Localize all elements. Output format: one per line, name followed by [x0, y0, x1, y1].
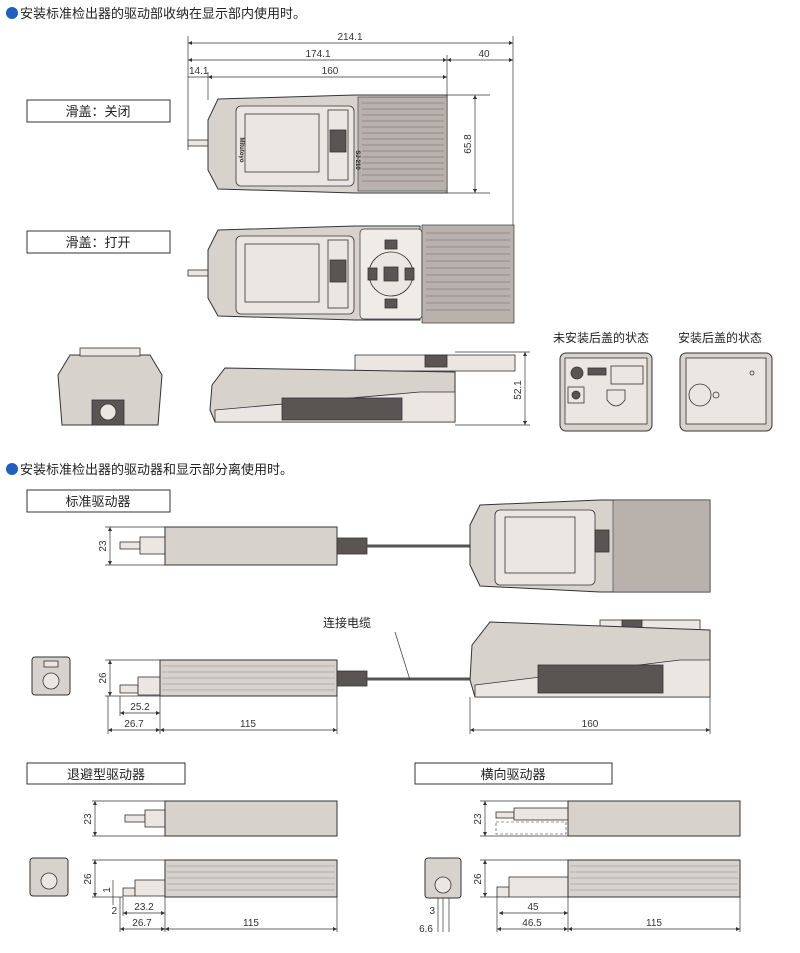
dim-side-height: 52.1	[513, 380, 524, 400]
dimension-label: 26	[83, 873, 94, 885]
dim-body: 160	[322, 66, 339, 77]
dimension-label: 26.7	[132, 918, 152, 929]
standard-drive-top-view: 23	[98, 526, 470, 566]
standard-drive-side-view: 26 25.2 26.7 115	[98, 659, 470, 734]
dimension-label: 23	[98, 540, 109, 552]
label-box-open	[26, 230, 171, 254]
dimension-label: 3	[429, 906, 435, 917]
label-cable: 连接电缆	[323, 615, 371, 630]
label-lateral-drive: 横向驱动器	[480, 767, 545, 783]
label-box-lateral	[414, 762, 613, 785]
lateral-drive-top-view: 23	[473, 800, 741, 837]
brand-logo: Mitutoyo	[238, 138, 244, 163]
dim-probe: 14.1	[189, 66, 209, 77]
device-open-top-view	[187, 224, 515, 324]
dimension-label: 2	[111, 906, 117, 917]
dimension-label: 46.5	[522, 918, 542, 929]
label-back-with-cover: 安装后盖的状态	[678, 330, 762, 345]
device-front-view	[57, 347, 163, 426]
label-retract-drive: 退避型驱动器	[67, 768, 145, 783]
display-side-view: 160	[469, 619, 711, 734]
dimension-label: 26	[473, 873, 484, 885]
dim-body-probe: 174.1	[305, 49, 330, 60]
back-view-with-cover	[679, 352, 773, 432]
dimension-label: 115	[646, 918, 662, 929]
top-dimensions: 214.1 174.1 40 14.1 160 65.8	[187, 32, 514, 230]
retract-drive-side-view: 26 1 2 23.2 26.7 115	[29, 857, 338, 932]
label-standard-drive: 标准驱动器	[65, 495, 130, 510]
standard-drive-front-view	[31, 656, 71, 696]
dimension-label: 23	[473, 813, 484, 825]
dimension-label: 25.2	[130, 702, 150, 713]
label-slide-closed: 滑盖：关闭	[65, 105, 130, 120]
dim-height: 65.8	[463, 134, 474, 154]
label-back-no-cover: 未安装后盖的状态	[553, 330, 649, 345]
device-closed-top-view: Mitutoyo SJ-210	[187, 94, 448, 194]
dimension-label: 26	[98, 672, 109, 684]
bullet-icon	[6, 463, 18, 475]
dim-overall: 214.1	[337, 32, 362, 43]
bullet-icon	[6, 7, 18, 19]
device-side-view: 52.1	[209, 351, 530, 426]
dimension-label: 6.6	[419, 924, 433, 935]
section-title-attached: 安装标准检出器的驱动部收纳在显示部内使用时。	[20, 6, 306, 22]
dimension-label: 115	[240, 719, 256, 730]
label-box-standard	[26, 489, 171, 513]
dim-slide: 40	[478, 49, 490, 60]
section-title-separate: 安装标准检出器的驱动器和显示部分离使用时。	[20, 462, 293, 478]
dimension-label: 23	[83, 813, 94, 825]
lateral-drive-side-view: 26 3 6.6 45 46.5 115	[419, 857, 741, 935]
label-box-closed	[26, 99, 171, 123]
retract-drive-top-view: 23	[83, 800, 338, 837]
dimension-label: 1	[102, 887, 113, 893]
dimension-label: 115	[243, 918, 259, 929]
dimension-label: 23.2	[134, 902, 154, 913]
display-top-view	[469, 499, 711, 593]
model-logo: SJ-210	[354, 150, 360, 170]
dimension-label: 26.7	[124, 719, 144, 730]
dimension-label: 160	[582, 719, 599, 730]
label-slide-open: 滑盖：打开	[65, 236, 130, 251]
label-box-retract	[26, 762, 186, 785]
dimension-label: 45	[527, 902, 539, 913]
back-view-no-cover	[559, 352, 653, 432]
